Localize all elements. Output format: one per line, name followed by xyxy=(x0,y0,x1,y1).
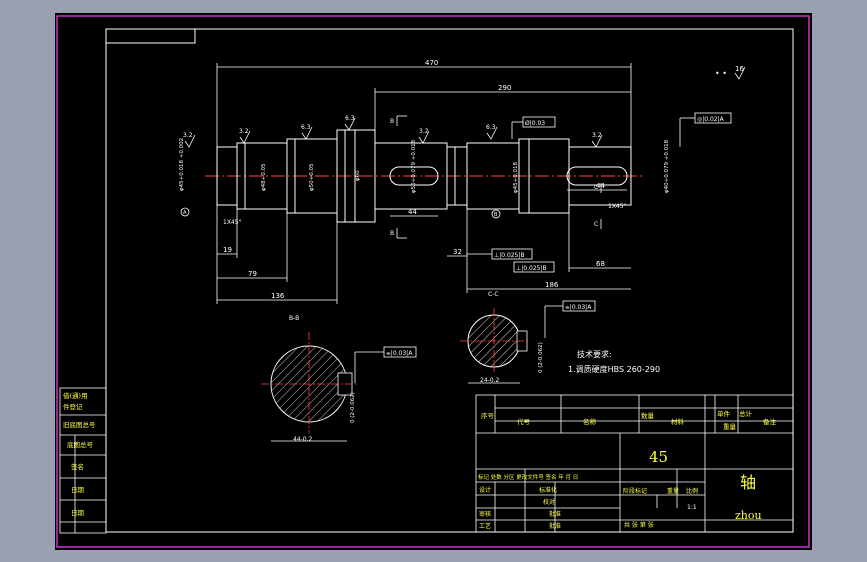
diam-2: φ48+0.05 xyxy=(261,163,267,191)
tb-approve: 批准 xyxy=(549,510,561,518)
corner-box xyxy=(105,28,196,44)
tb-h-weight: 重量 xyxy=(723,423,737,431)
tb-scale-label: 比例 xyxy=(686,487,698,495)
dim-79: 79 xyxy=(248,270,257,278)
strip-l1: 借(通)用 xyxy=(63,391,88,400)
strip-l6: 日期 xyxy=(71,486,85,494)
roughness-general-dots: • • xyxy=(715,69,727,78)
tb-approve-2: 批准 xyxy=(549,522,561,530)
diam-4: φ60 xyxy=(355,170,361,181)
tb-sheets: 共 张 第 张 xyxy=(624,521,654,529)
gdt-frames xyxy=(354,112,732,383)
roughness-5: 3.2 xyxy=(419,128,429,135)
shaft-seg-9 xyxy=(568,146,632,206)
tb-material: 45 xyxy=(649,448,668,466)
gdt-4: ⊥|0.025|B xyxy=(516,265,547,272)
tb-h-unit-weight: 单件 xyxy=(717,409,731,418)
dim-136: 136 xyxy=(271,292,285,300)
gdt-2: ◎|0.02|A xyxy=(697,116,725,123)
section-cc-label: C-C xyxy=(488,291,499,298)
tb-standardize: 标准化 xyxy=(539,486,557,494)
roughness-symbols xyxy=(184,66,746,148)
tb-process: 工艺 xyxy=(479,522,491,530)
cad-drawing: 470 290 136 79 19 186 68 32 44 44 1X45° … xyxy=(56,15,810,548)
section-bb-width: 44-0.2 xyxy=(293,436,313,443)
datum-a-circle xyxy=(180,207,190,217)
diam-3: φ50+0.05 xyxy=(309,163,315,191)
keyway-1 xyxy=(389,166,439,186)
tb-h-remark: 备注 xyxy=(763,417,777,426)
strip-l5: 签名 xyxy=(71,462,84,471)
gdt-5: ⌯|0.03|A xyxy=(565,304,592,311)
diam-6: φ45+0.018 xyxy=(513,162,519,193)
datum-b-circle xyxy=(491,209,501,219)
gdt-6: ⌯|0.03|A xyxy=(386,350,413,357)
dim-68: 68 xyxy=(596,260,605,268)
tb-h-seq: 序号 xyxy=(481,411,495,420)
strip-l4: 底图总号 xyxy=(67,440,94,449)
cut-b-bottom: B xyxy=(390,230,394,237)
strip-l7: 日期 xyxy=(71,509,85,517)
tb-scale-value: 1:1 xyxy=(687,504,697,511)
diam-7: φ40+0.079 +0.018 xyxy=(664,139,670,193)
section-bb-depth: 0 (2-0.062) xyxy=(350,392,356,423)
tb-drawing-no: zhou xyxy=(735,509,762,522)
tb-design: 设计 xyxy=(479,486,491,494)
cut-c-top: C xyxy=(594,184,598,191)
tb-h-code: 代号 xyxy=(517,417,531,426)
shaft-main-view xyxy=(205,129,645,223)
tb-part-name: 轴 xyxy=(740,473,756,492)
dim-186: 186 xyxy=(545,281,559,289)
tb-check: 审核 xyxy=(479,510,491,518)
diam-1: φ45+0.018 +0.002 xyxy=(179,138,185,191)
section-cc: C-C 24-0.2 0 (2-0.062) xyxy=(460,291,544,384)
tb-h-total-weight: 总计 xyxy=(739,409,753,418)
roughness-2: 3.2 xyxy=(239,128,249,135)
cut-c-bottom: C xyxy=(594,221,598,228)
section-cc-depth: 0 (2-0.062) xyxy=(538,342,544,373)
outer-frame xyxy=(56,15,810,548)
roughness-3: 6.3 xyxy=(301,124,311,131)
gdt-3: ⊥|0.025|B xyxy=(494,252,525,259)
notes-line1: 1.调质硬度HBS 260-290 xyxy=(568,364,660,374)
inner-frame xyxy=(105,28,794,533)
diam-5: φ50+0.079 +0.018 xyxy=(411,139,417,193)
tb-stage: 阶段标记 xyxy=(623,487,647,495)
dim-290: 290 xyxy=(498,84,511,92)
dimension-lines xyxy=(216,63,632,304)
roughness-1: 3.2 xyxy=(183,132,193,139)
tb-h-material: 材料 xyxy=(671,417,685,426)
cut-b-top: B xyxy=(390,118,394,125)
keyway-2 xyxy=(566,166,628,186)
tb-h-qty: 数量 xyxy=(641,411,655,420)
gdt-1: Ø|0.03 xyxy=(525,120,545,127)
dim-44a: 44 xyxy=(408,208,417,216)
tb-proofread: 校对 xyxy=(543,498,555,506)
strip-l3: 旧底图总号 xyxy=(63,420,96,429)
tb-rev-row: 标记 处数 分区 更改文件号 签名 年 月 日 xyxy=(478,473,578,481)
chamfer-left: 1X45° xyxy=(223,219,242,226)
roughness-4: 6.3 xyxy=(345,115,355,122)
cut-markers xyxy=(396,115,602,239)
drawing-sheet: 470 290 136 79 19 186 68 32 44 44 1X45° … xyxy=(55,13,812,550)
strip-l2: 件登记 xyxy=(63,402,83,411)
section-cc-width: 24-0.2 xyxy=(480,377,500,384)
tb-weight-label: 重量 xyxy=(667,487,679,495)
left-strip-grid xyxy=(59,387,107,534)
title-block-grid xyxy=(475,394,794,533)
roughness-general: 16 xyxy=(735,65,744,73)
dim-32: 32 xyxy=(453,248,462,256)
roughness-7: 3.2 xyxy=(592,132,602,139)
section-bb: B-B 44-0.2 0 (2-0.062) xyxy=(261,315,357,443)
dim-19: 19 xyxy=(223,246,232,254)
chamfer-right: 1X45° xyxy=(608,203,627,210)
tb-h-name: 名称 xyxy=(583,417,597,426)
datum-b: B xyxy=(494,212,498,218)
notes-title: 技术要求: xyxy=(577,349,612,359)
roughness-6: 6.3 xyxy=(486,124,496,131)
dim-470: 470 xyxy=(425,59,438,67)
section-bb-label: B-B xyxy=(289,315,299,322)
datum-a: A xyxy=(183,210,187,216)
